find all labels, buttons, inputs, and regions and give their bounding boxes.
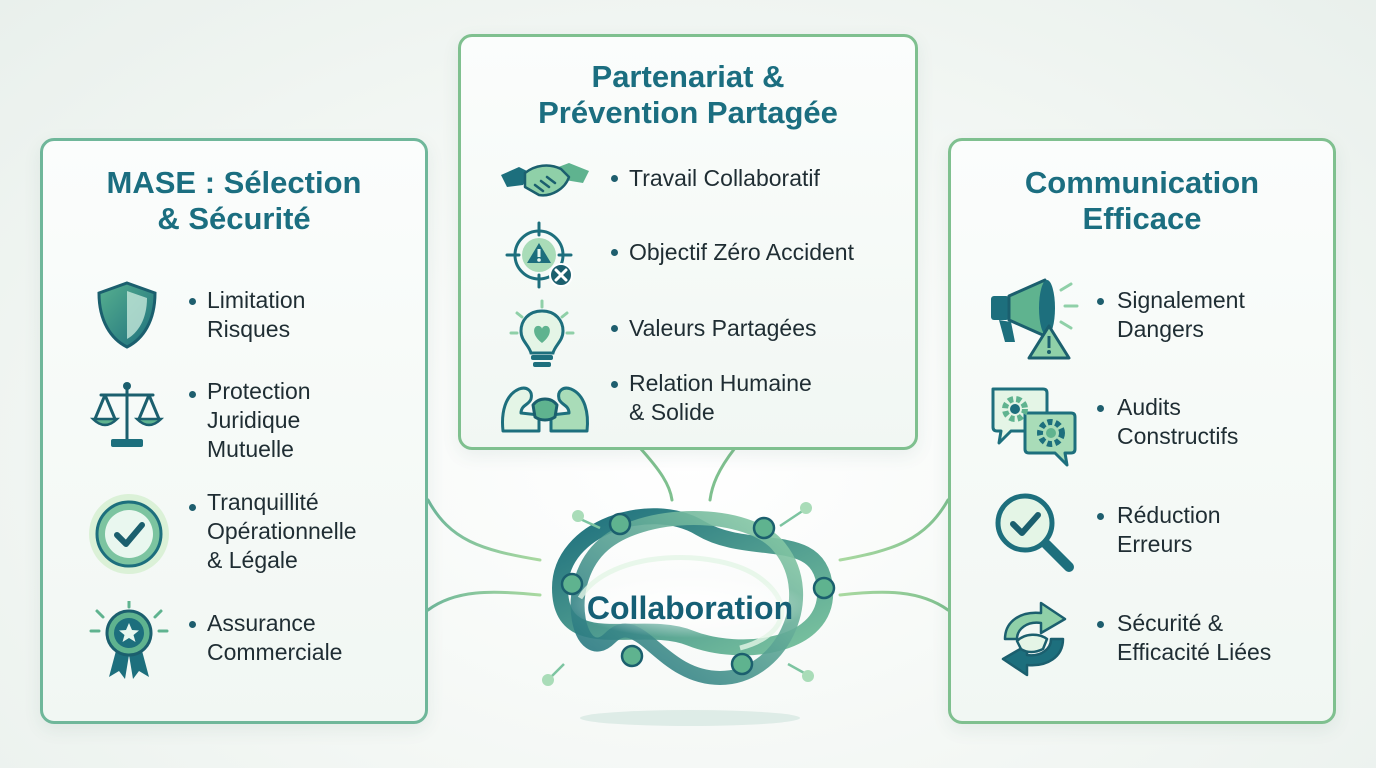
item-label: Valeurs Partagées bbox=[629, 315, 817, 341]
bullet bbox=[1097, 513, 1104, 520]
list-item: Protection Juridique Mutuelle bbox=[43, 373, 423, 473]
bullet bbox=[611, 325, 618, 332]
collaboration-hub: Collaboration bbox=[520, 488, 860, 728]
panel-title: MASE : Sélection & Sécurité bbox=[106, 165, 362, 236]
connector-left-lower bbox=[426, 590, 542, 612]
bullet bbox=[611, 249, 618, 256]
lightbulb-heart-icon bbox=[509, 299, 575, 367]
item-label: Objectif Zéro Accident bbox=[629, 239, 854, 265]
item-label: Sécurité & Efficacité Liées bbox=[1117, 610, 1272, 665]
list-item: Tranquillité Opérationnelle & Légale bbox=[43, 486, 423, 586]
checkmark-circle-icon bbox=[89, 494, 169, 574]
item-label: Travail Collaboratif bbox=[629, 165, 820, 191]
panel-title: Communication Efficace bbox=[1024, 165, 1260, 236]
item-label: Protection Juridique Mutuelle bbox=[207, 378, 311, 462]
magnifier-check-icon bbox=[995, 493, 1074, 572]
item-label: Audits Constructifs bbox=[1117, 394, 1239, 449]
megaphone-warning-icon bbox=[991, 278, 1079, 360]
bullet bbox=[189, 391, 196, 398]
list-item: Relation Humaine & Solide bbox=[461, 369, 915, 439]
bullet bbox=[1097, 405, 1104, 412]
connector-right-upper bbox=[838, 498, 950, 562]
list-item: Sécurité & Efficacité Liées bbox=[951, 599, 1331, 684]
bullet bbox=[189, 621, 196, 628]
item-label: Réduction Erreurs bbox=[1117, 502, 1221, 557]
scales-of-justice-icon bbox=[89, 382, 165, 447]
list-item: Travail Collaboratif bbox=[461, 149, 915, 209]
connector-top-left bbox=[638, 446, 674, 502]
panel-partenariat-prevention: Partenariat & Prévention Partagée Travai… bbox=[458, 34, 918, 450]
item-label: Signalement Dangers bbox=[1117, 287, 1245, 342]
connector-top-right bbox=[708, 446, 737, 502]
connector-left-upper bbox=[426, 498, 542, 562]
list-item: Signalement Dangers bbox=[951, 276, 1331, 361]
hub-label: Collaboration bbox=[586, 590, 794, 626]
list-item: Assurance Commerciale bbox=[43, 599, 423, 689]
panel-title: Partenariat & Prévention Partagée bbox=[538, 59, 838, 130]
item-label: Limitation Risques bbox=[207, 287, 306, 342]
shield-icon bbox=[97, 281, 157, 349]
bullet bbox=[1097, 298, 1104, 305]
item-label: Relation Humaine & Solide bbox=[629, 370, 812, 425]
item-label: Assurance Commerciale bbox=[207, 610, 343, 665]
arrows-handshake-icon bbox=[1001, 601, 1067, 677]
target-warning-icon bbox=[505, 221, 573, 289]
panel-mase-selection-securite: MASE : Sélection & Sécurité Limitation R… bbox=[40, 138, 428, 724]
list-item: Limitation Risques bbox=[43, 276, 423, 356]
list-item: Objectif Zéro Accident bbox=[461, 217, 915, 289]
interlinked-loops-icon bbox=[542, 502, 836, 726]
bullet bbox=[1097, 621, 1104, 628]
item-label: Tranquillité Opérationnelle & Légale bbox=[207, 489, 357, 573]
list-item: Valeurs Partagées bbox=[461, 299, 915, 369]
handshake-icon bbox=[501, 163, 589, 197]
gears-chat-icon bbox=[991, 387, 1077, 467]
bullet bbox=[189, 504, 196, 511]
strong-arms-icon bbox=[501, 386, 589, 433]
bullet bbox=[189, 298, 196, 305]
bullet bbox=[611, 175, 618, 182]
panel-communication-efficace: Communication Efficace Signalement Dange… bbox=[948, 138, 1336, 724]
bullet bbox=[611, 381, 618, 388]
award-rosette-icon bbox=[89, 601, 169, 679]
list-item: Réduction Erreurs bbox=[951, 491, 1331, 576]
connector-right-lower bbox=[838, 590, 950, 612]
list-item: Audits Constructifs bbox=[951, 383, 1331, 468]
